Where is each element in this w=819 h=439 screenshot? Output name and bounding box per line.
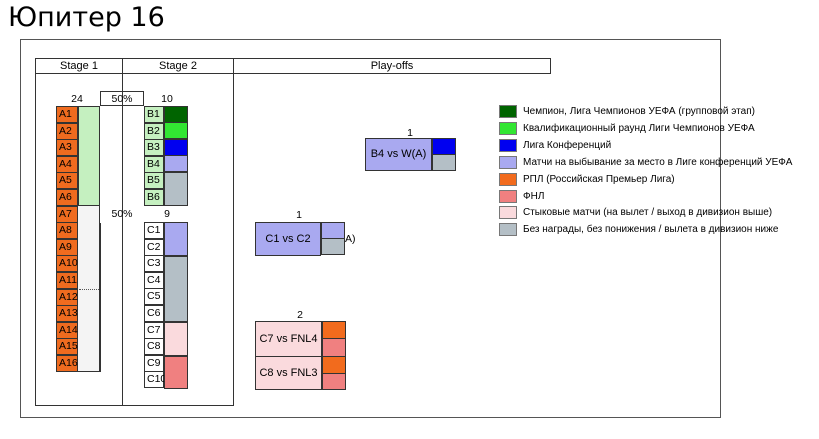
stage1-cell: A16 bbox=[56, 355, 78, 372]
group-c-cell: C3 bbox=[144, 255, 164, 273]
match3-box-2: C8 vs FNL3 bbox=[255, 356, 322, 390]
split-bottom-percent: 50% bbox=[111, 208, 133, 220]
match1-box: B4 vs W(A) bbox=[365, 138, 432, 171]
match3-label-1: C7 vs FNL4 bbox=[259, 333, 318, 345]
legend-label-conference: Лига Конференций bbox=[523, 139, 612, 151]
stage1-cell: A12 bbox=[56, 288, 78, 306]
group-b-count: 10 bbox=[161, 93, 173, 105]
stage1-cell: A8 bbox=[56, 222, 78, 240]
match2-winner-swatch bbox=[321, 222, 345, 239]
stage1-cell: A10 bbox=[56, 255, 78, 273]
match2-label: C1 vs C2 bbox=[265, 233, 311, 245]
outcome-swatch-none bbox=[164, 256, 188, 322]
group-c-cell: C1 bbox=[144, 222, 164, 239]
group-c-cell: C8 bbox=[144, 338, 164, 356]
group-c-cell: C9 bbox=[144, 354, 164, 372]
group-b-cell: B5 bbox=[144, 172, 164, 190]
group-c-cell: C4 bbox=[144, 271, 164, 289]
stage1-cell: A15 bbox=[56, 338, 78, 356]
outcome-swatch-conference bbox=[164, 139, 188, 156]
outcome-swatch-conf_knockout bbox=[164, 222, 188, 256]
legend-swatch-fnl bbox=[499, 189, 517, 203]
group-b-cell: B4 bbox=[144, 155, 164, 173]
match1-winner-swatch bbox=[432, 138, 456, 155]
stage1-cell: A2 bbox=[56, 122, 78, 140]
stage1-cell: A1 bbox=[56, 106, 78, 123]
group-b-cell: B2 bbox=[144, 122, 164, 140]
outcome-swatch-champion bbox=[164, 106, 188, 123]
column-divider-left bbox=[35, 58, 36, 405]
match3-label-2: C8 vs FNL3 bbox=[259, 367, 318, 379]
header-stage2: Stage 2 bbox=[122, 58, 233, 74]
legend-swatch-conf_knockout bbox=[499, 155, 517, 169]
legend-label-fnl: ФНЛ bbox=[523, 190, 545, 202]
match3-2-winner-swatch bbox=[322, 356, 346, 374]
stage1-cell: A6 bbox=[56, 189, 78, 206]
group-c-cell: C6 bbox=[144, 305, 164, 322]
match3-box-1: C7 vs FNL4 bbox=[255, 321, 322, 357]
match3-1-loser-swatch bbox=[322, 338, 346, 357]
legend-label-none: Без награды, без понижения / вылета в ди… bbox=[523, 224, 779, 236]
group-b-cell: B3 bbox=[144, 139, 164, 157]
match2-box: C1 vs C2 bbox=[255, 222, 321, 256]
stage1-cell: A13 bbox=[56, 305, 78, 323]
group-c-count: 9 bbox=[164, 208, 170, 220]
match3-count: 2 bbox=[297, 309, 303, 321]
legend-label-ucl_qual: Квалификационный раунд Лиги Чемпионов УЕ… bbox=[523, 122, 755, 134]
outcome-swatch-conf_knockout bbox=[164, 155, 188, 172]
legend-swatch-conference bbox=[499, 138, 517, 152]
header-stage1: Stage 1 bbox=[35, 58, 122, 74]
stage1-count: 24 bbox=[71, 93, 83, 105]
legend-label-champion: Чемпион, Лига Чемпионов УЕФА (групповой … bbox=[523, 106, 755, 117]
match2-count: 1 bbox=[296, 209, 302, 221]
legend-swatch-none bbox=[499, 223, 517, 237]
stage1-cell: A11 bbox=[56, 272, 78, 289]
stage1-cell: A3 bbox=[56, 139, 78, 157]
group-c-cell: C7 bbox=[144, 321, 164, 339]
outcome-swatch-none bbox=[164, 172, 188, 206]
stage1-cell: A4 bbox=[56, 155, 78, 173]
stage1-top-half-band bbox=[78, 106, 100, 206]
group-b-cell: B6 bbox=[144, 189, 164, 206]
match1-label: B4 vs W(A) bbox=[370, 148, 427, 160]
page-title: Юпитер 16 bbox=[8, 2, 165, 33]
match3-2-loser-swatch bbox=[322, 373, 346, 390]
match1-count: 1 bbox=[407, 127, 413, 139]
legend-label-conf_knockout: Матчи на выбывание за место в Лиге конфе… bbox=[523, 156, 793, 168]
split-top-percent: 50% bbox=[111, 93, 133, 105]
column-divider-stage2 bbox=[122, 74, 123, 405]
diagram-frame bbox=[20, 39, 721, 418]
legend-swatch-ucl_qual bbox=[499, 121, 517, 135]
column-divider-playoffs bbox=[233, 58, 234, 405]
legend-label-playoff_relegation: Стыковые матчи (на вылет / выход в дивиз… bbox=[523, 207, 773, 219]
outcome-swatch-fnl bbox=[164, 356, 188, 389]
match2-suffix: A) bbox=[345, 233, 356, 245]
stage1-dotted-divider bbox=[79, 289, 99, 290]
stage1-cell: A7 bbox=[56, 205, 78, 223]
match3-1-winner-swatch bbox=[322, 321, 346, 339]
match1-loser-swatch bbox=[432, 154, 456, 171]
outcome-swatch-playoff_relegation bbox=[164, 322, 188, 356]
bottom-border bbox=[35, 405, 234, 406]
stage1-cell: A5 bbox=[56, 172, 78, 190]
legend-swatch-champion bbox=[499, 105, 517, 118]
legend-swatch-rpl bbox=[499, 172, 517, 186]
legend-label-rpl: РПЛ (Российская Премьер Лига) bbox=[523, 173, 675, 185]
legend-swatch-playoff_relegation bbox=[499, 206, 517, 220]
stage1-cell: A14 bbox=[56, 321, 78, 339]
split-top-box bbox=[100, 91, 144, 106]
split-bottom-line bbox=[100, 223, 101, 372]
match2-loser-swatch bbox=[321, 238, 345, 255]
stage1-cell: A9 bbox=[56, 238, 78, 256]
group-c-cell: C2 bbox=[144, 238, 164, 256]
group-b-cell: B1 bbox=[144, 106, 164, 123]
outcome-swatch-ucl_qual bbox=[164, 122, 188, 139]
header-playoffs: Play-offs bbox=[233, 58, 551, 74]
group-c-cell: C5 bbox=[144, 288, 164, 306]
group-c-cell: C10 bbox=[144, 371, 166, 389]
